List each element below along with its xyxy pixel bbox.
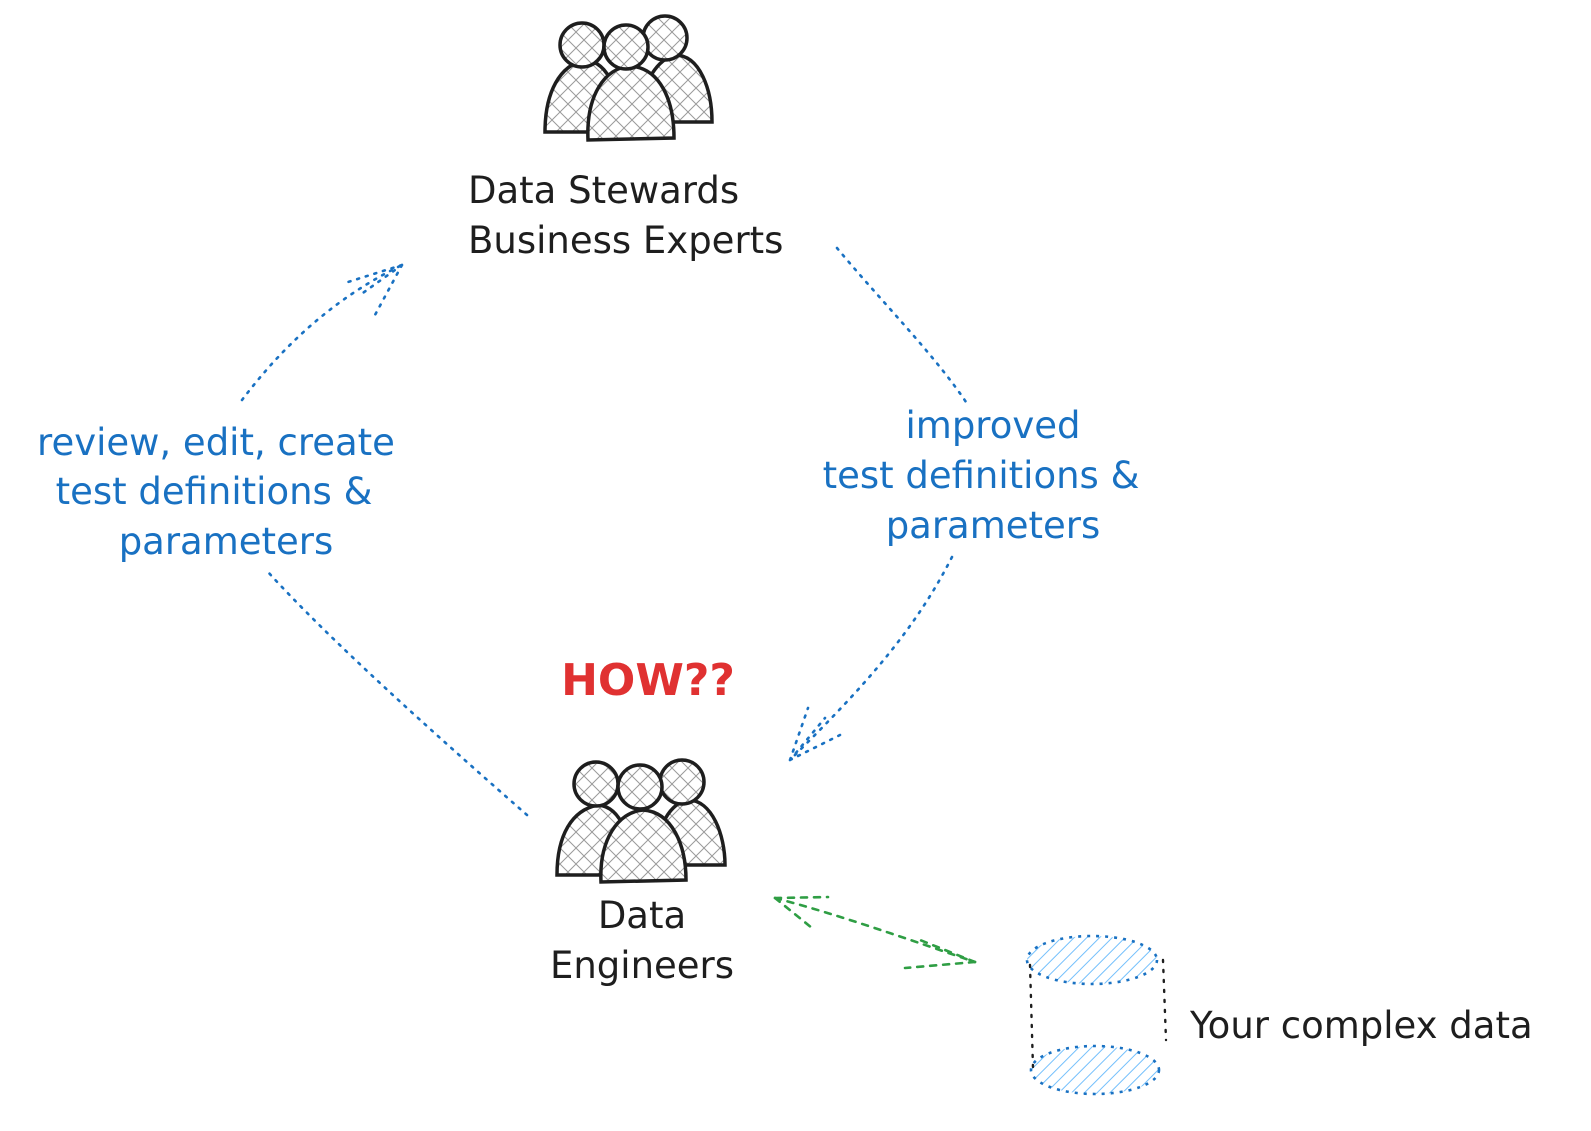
review-label-line1: review, edit, create [37, 421, 395, 464]
how-callout: HOW?? [561, 655, 735, 706]
database-cylinder-icon [1025, 934, 1168, 1096]
data-store-label: Your complex data [1189, 1004, 1533, 1047]
edge-improved-arrow [788, 246, 970, 762]
improved-label-line3: parameters [886, 504, 1101, 547]
improved-label-line2: test definitions & [823, 454, 1140, 497]
engineers-label-line1: Data [598, 894, 686, 937]
review-label-line3: parameters [119, 520, 334, 563]
people-group-icon [543, 14, 714, 142]
people-group-icon [555, 758, 727, 884]
stewards-label-line1: Data Stewards [468, 169, 739, 212]
edge-data-connection [773, 895, 977, 970]
improved-label-line1: improved [906, 404, 1081, 447]
stewards-label-line2: Business Experts [468, 219, 783, 262]
edge-review-arrow [240, 263, 529, 817]
engineers-label-line2: Engineers [550, 944, 734, 987]
review-label-line2: test definitions & [56, 470, 373, 513]
